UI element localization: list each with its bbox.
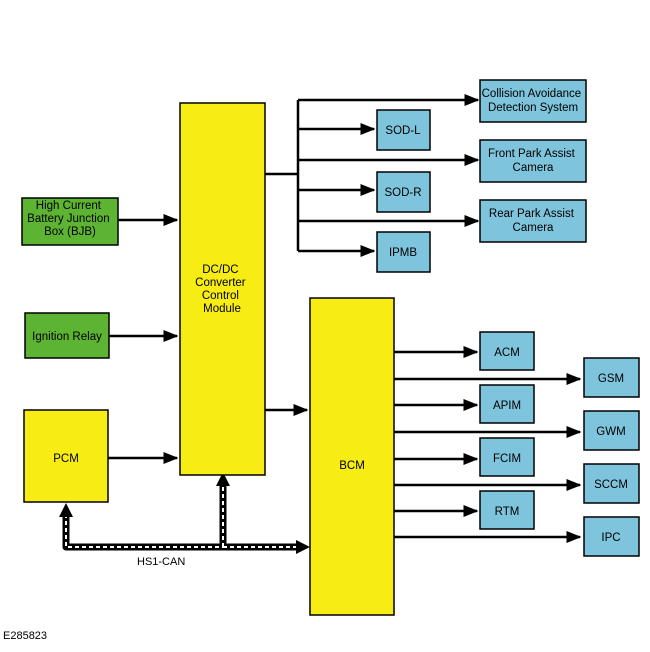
rpac-label-line2: Camera bbox=[513, 222, 555, 234]
fpac-label-line1: Front Park Assist bbox=[488, 148, 576, 160]
ipc-box: IPC bbox=[583, 516, 640, 557]
dcdc-module-box: DC/DC Converter Control Module bbox=[179, 102, 266, 476]
can-arrowhead-pcm bbox=[59, 503, 73, 517]
ignition-relay-label: Ignition Relay bbox=[32, 331, 102, 343]
dcdc-label-line1: DC/DC bbox=[202, 264, 238, 276]
svg-text:Rear Park Assist Camera: Rear Park Assist Camera bbox=[489, 208, 577, 234]
ipmb-box: IPMB bbox=[376, 231, 431, 273]
fpac-label-line2: Camera bbox=[513, 162, 555, 174]
cads-box: Collision Avoidance Detection System bbox=[479, 79, 587, 123]
gsm-label: GSM bbox=[598, 373, 624, 385]
gwm-box: GWM bbox=[583, 410, 640, 451]
apim-box: APIM bbox=[479, 384, 535, 424]
dcdc-label-line2: Converter bbox=[195, 277, 246, 289]
cads-label-line2: Detection System bbox=[488, 102, 578, 114]
rpac-label-line1: Rear Park Assist bbox=[489, 208, 575, 220]
acm-label: ACM bbox=[494, 347, 520, 359]
ipc-label: IPC bbox=[601, 532, 620, 544]
rpac-box: Rear Park Assist Camera bbox=[479, 199, 587, 243]
can-arrowhead-bcm bbox=[296, 540, 310, 554]
bcm-box: BCM bbox=[309, 297, 395, 616]
fcim-label: FCIM bbox=[493, 453, 521, 465]
ipmb-label: IPMB bbox=[389, 247, 417, 259]
gwm-label: GWM bbox=[596, 426, 625, 438]
sodl-label: SOD-L bbox=[385, 125, 421, 137]
ignition-relay-box: Ignition Relay bbox=[24, 312, 110, 359]
sodr-box: SOD-R bbox=[376, 171, 431, 213]
svg-text:Collision Avoidance Dete: Collision Avoidance Detection System bbox=[482, 88, 585, 114]
rtm-label: RTM bbox=[495, 506, 520, 518]
svg-text:Front Park Assist Camera: Front Park Assist Camera bbox=[488, 148, 578, 174]
acm-box: ACM bbox=[479, 331, 535, 371]
dcdc-label-line4: Module bbox=[203, 303, 241, 315]
connections bbox=[108, 94, 582, 543]
sccm-label: SCCM bbox=[594, 479, 628, 491]
svg-text:DC/DC Converter Co: DC/DC Converter Control Module bbox=[195, 264, 249, 315]
hs1-can-bus bbox=[59, 472, 310, 554]
rtm-box: RTM bbox=[479, 490, 535, 530]
gsm-box: GSM bbox=[583, 357, 640, 398]
bjb-box: High Current Battery Junction Box (BJB) bbox=[21, 197, 119, 246]
bjb-label-line3: Box (BJB) bbox=[44, 226, 96, 238]
fpac-box: Front Park Assist Camera bbox=[479, 139, 587, 183]
sodr-label: SOD-R bbox=[384, 187, 421, 199]
fcim-box: FCIM bbox=[479, 437, 535, 477]
figure-id-label: E285823 bbox=[3, 630, 47, 642]
hs1-can-label: HS1-CAN bbox=[137, 556, 185, 568]
can-arrowhead-dcdc bbox=[216, 472, 230, 486]
apim-label: APIM bbox=[493, 400, 521, 412]
bjb-label-line2: Battery Junction bbox=[27, 213, 109, 225]
svg-text:High Current Battery Jun: High Current Battery Junction Box (BJB) bbox=[27, 200, 113, 238]
bjb-label-line1: High Current bbox=[36, 200, 102, 212]
dcdc-label-line3: Control bbox=[202, 290, 239, 302]
cads-label-line1: Collision Avoidance bbox=[482, 88, 582, 100]
pcm-label: PCM bbox=[53, 453, 79, 465]
sodl-box: SOD-L bbox=[376, 109, 431, 151]
sccm-box: SCCM bbox=[583, 463, 640, 504]
bcm-label: BCM bbox=[339, 460, 365, 472]
pcm-box: PCM bbox=[23, 409, 109, 503]
